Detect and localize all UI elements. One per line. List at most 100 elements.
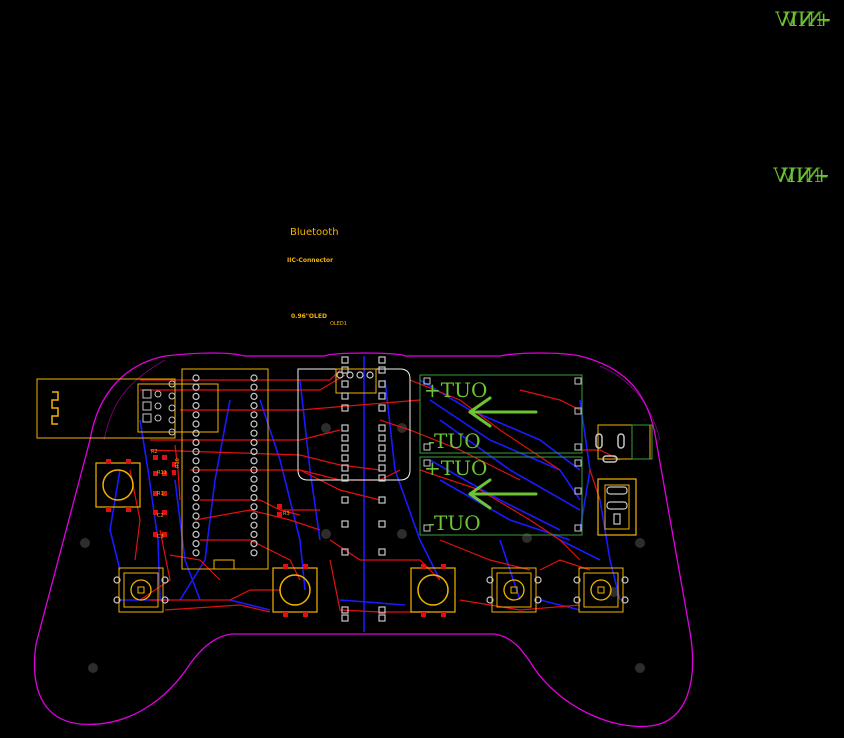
mcu-pin — [250, 392, 258, 400]
mcu-pin — [250, 475, 258, 483]
mounting-holes — [80, 423, 645, 673]
via — [341, 366, 349, 374]
oled-pin — [356, 371, 364, 379]
via — [341, 606, 349, 614]
tactile-buttons — [95, 459, 629, 617]
mcu-pin — [192, 429, 200, 437]
module1-minus-label: -TUO — [428, 429, 481, 453]
tactile-button-pad — [441, 564, 446, 569]
via — [378, 496, 386, 504]
mcu-pin — [250, 448, 258, 456]
via — [341, 392, 349, 400]
tactile-button-body — [496, 572, 532, 608]
tactile-button-body — [123, 572, 159, 608]
tactile-button-pad — [303, 564, 308, 569]
tactile-button-body — [583, 572, 619, 608]
via — [341, 520, 349, 528]
mcu-pin — [250, 438, 258, 446]
iic-connector-label: IIC-Connector — [287, 257, 333, 264]
mcu-pins-right — [250, 374, 258, 557]
tactile-button-pad — [126, 459, 131, 464]
mcu-pin — [192, 411, 200, 419]
tactile-button-pin — [534, 596, 542, 604]
svg-text:-NIV: -NIV — [783, 7, 830, 31]
tactile-button-icon — [130, 579, 152, 601]
tactile-button-outline — [95, 462, 141, 508]
tactile-button-pin — [621, 596, 629, 604]
tactile-button-pad — [283, 612, 288, 617]
tactile-button-pad — [283, 564, 288, 569]
module1-plus-label: +TUO — [424, 378, 487, 402]
tactile-button-outline — [578, 567, 624, 613]
mcu-pin — [250, 530, 258, 539]
mcu-pin — [250, 420, 258, 428]
power-switch-outline — [597, 478, 637, 536]
tactile-button-pad — [126, 507, 131, 512]
tactile-button-icon — [503, 579, 525, 601]
tactile-button-pin — [113, 576, 121, 584]
oled-pins — [336, 371, 374, 379]
bottom-copper-traces — [109, 356, 621, 632]
svg-text:-NIV: -NIV — [781, 163, 828, 187]
refdes-c2: C2 — [157, 513, 164, 519]
oled-pin — [346, 371, 354, 379]
mcu-pin — [192, 448, 200, 456]
tactile-button-outline — [118, 567, 164, 613]
refdes-r2: R2 — [151, 449, 158, 455]
via — [341, 404, 349, 412]
center-vias — [341, 356, 386, 622]
vin-label-top: +NIV -NIV — [775, 7, 832, 31]
via — [378, 434, 386, 442]
tactile-button-pad — [421, 612, 426, 617]
bluetooth-pins — [142, 380, 176, 436]
mcu-pins-left — [192, 374, 200, 557]
via — [378, 464, 386, 472]
mcu-pin — [192, 392, 200, 400]
mcu-pin — [192, 383, 200, 391]
mcu-pin — [192, 521, 200, 529]
via — [378, 606, 386, 614]
mcu-pin — [250, 429, 258, 437]
refdes-r10: R10 — [175, 458, 181, 468]
mcu-usb-outline — [213, 559, 235, 570]
mcu-pin — [250, 539, 258, 548]
bluetooth-antenna — [36, 378, 219, 439]
mcu-pin — [250, 383, 258, 391]
tactile-button-icon — [590, 579, 612, 601]
mcu-pin — [250, 503, 258, 511]
tactile-button-center — [510, 586, 518, 594]
module2-plus-label: +TUO — [424, 456, 487, 480]
tactile-button-icon — [102, 469, 134, 501]
module1-arrow-icon — [468, 396, 538, 428]
power-module-2 — [419, 456, 583, 536]
mcu-pin — [192, 402, 200, 410]
via — [341, 424, 349, 432]
power-switch-body — [604, 484, 630, 530]
mcu-pin — [192, 539, 200, 548]
oled-outline — [297, 368, 411, 481]
tactile-button-center — [597, 586, 605, 594]
tactile-button-outline — [272, 567, 318, 613]
mcu-pin — [250, 402, 258, 410]
top-copper-traces — [129, 369, 621, 613]
via — [341, 548, 349, 556]
via — [341, 444, 349, 452]
oled-label: 0.96"OLED — [291, 313, 327, 320]
module2-arrow-icon — [468, 478, 538, 510]
tactile-button-outline — [410, 567, 456, 613]
mcu-pin — [192, 374, 200, 382]
refdes-r11: R11 — [157, 470, 167, 476]
tactile-button-pin — [534, 576, 542, 584]
mcu-pin — [192, 475, 200, 483]
slide-switch-body — [631, 424, 653, 460]
oled-connector — [335, 368, 377, 394]
slide-switch-pads — [595, 433, 625, 463]
mcu-pin — [192, 503, 200, 511]
mcu-pin — [192, 512, 200, 520]
power-module-1 — [419, 374, 583, 454]
oled-pin — [336, 371, 344, 379]
tactile-button-center — [137, 586, 145, 594]
mcu-pin — [250, 484, 258, 492]
tactile-button-pad — [303, 612, 308, 617]
